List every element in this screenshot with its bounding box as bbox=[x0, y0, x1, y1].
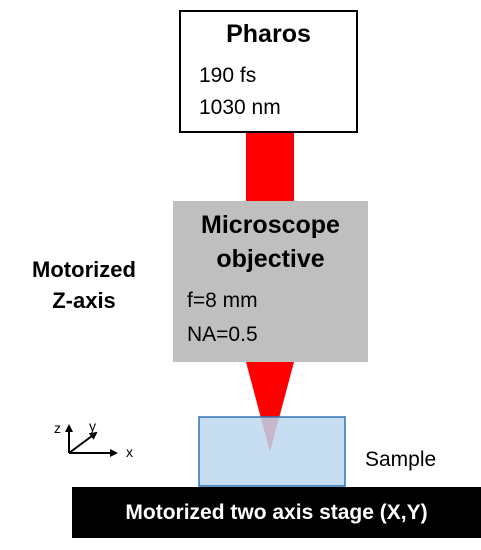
sample-block bbox=[198, 416, 346, 487]
z-axis-label-line1: Motorized bbox=[32, 257, 136, 282]
laser-beam bbox=[246, 133, 294, 202]
laser-source-box: Pharos 190 fs 1030 nm bbox=[179, 10, 358, 133]
coordinate-axes bbox=[65, 424, 118, 457]
objective-title-line2: objective bbox=[216, 245, 325, 273]
z-axis-label-line2: Z-axis bbox=[52, 288, 116, 313]
objective-focal-length: f=8 mm bbox=[187, 289, 258, 312]
objective-numerical-aperture: NA=0.5 bbox=[187, 323, 258, 346]
focused-beam-cone bbox=[246, 362, 294, 452]
laser-pulse-duration: 190 fs bbox=[199, 64, 257, 87]
z-axis-letter: z bbox=[54, 420, 61, 436]
y-axis-arrow bbox=[68, 431, 98, 454]
laser-name: Pharos bbox=[226, 20, 311, 48]
y-axis-letter: y bbox=[89, 418, 96, 434]
motorized-stage: Motorized two axis stage (X,Y) bbox=[72, 487, 481, 538]
x-axis-letter: x bbox=[126, 444, 133, 460]
stage-label: Motorized two axis stage (X,Y) bbox=[125, 500, 428, 524]
laser-wavelength: 1030 nm bbox=[199, 96, 281, 119]
objective-title-line1: Microscope bbox=[201, 211, 340, 239]
microscope-objective: Microscope objective f=8 mm NA=0.5 bbox=[173, 201, 368, 362]
sample-label: Sample bbox=[365, 448, 437, 471]
